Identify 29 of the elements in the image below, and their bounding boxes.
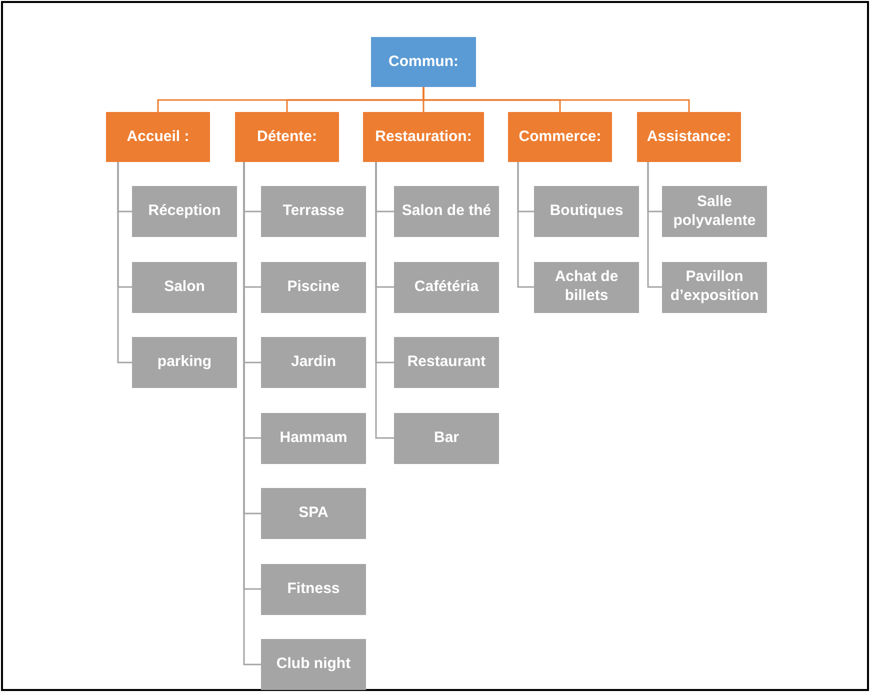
connector-line	[117, 162, 132, 364]
item-box: Bar	[394, 412, 499, 464]
item-box: Jardin	[261, 337, 366, 388]
item-box: Hammam	[261, 412, 366, 464]
category-box: Assistance:	[637, 112, 741, 162]
category-box: Accueil :	[106, 112, 210, 162]
item-box: SPA	[261, 488, 366, 539]
item-box: Pavillon d’exposition	[662, 262, 767, 312]
connector-line	[375, 162, 394, 439]
item-box: Salon de thé	[394, 186, 499, 237]
item-box: Fitness	[261, 564, 366, 614]
category-box: Commerce:	[508, 112, 612, 162]
connector-line	[517, 162, 534, 288]
connector-line	[422, 87, 690, 112]
connector-line	[647, 162, 662, 288]
item-box: Restaurant	[394, 337, 499, 388]
item-box: Boutiques	[534, 186, 639, 237]
item-box: Salon	[132, 262, 237, 312]
item-box: Réception	[132, 186, 237, 237]
item-box: Terrasse	[261, 186, 366, 237]
item-box: parking	[132, 337, 237, 388]
item-box: Cafétéria	[394, 262, 499, 312]
root-box: Commun:	[371, 37, 476, 87]
item-box: Piscine	[261, 262, 366, 312]
category-box: Restauration:	[363, 112, 484, 162]
item-box: Salle polyvalente	[662, 186, 767, 237]
item-box: Club night	[261, 639, 366, 690]
category-box: Détente:	[235, 112, 339, 162]
item-box: Achat de billets	[534, 262, 639, 312]
